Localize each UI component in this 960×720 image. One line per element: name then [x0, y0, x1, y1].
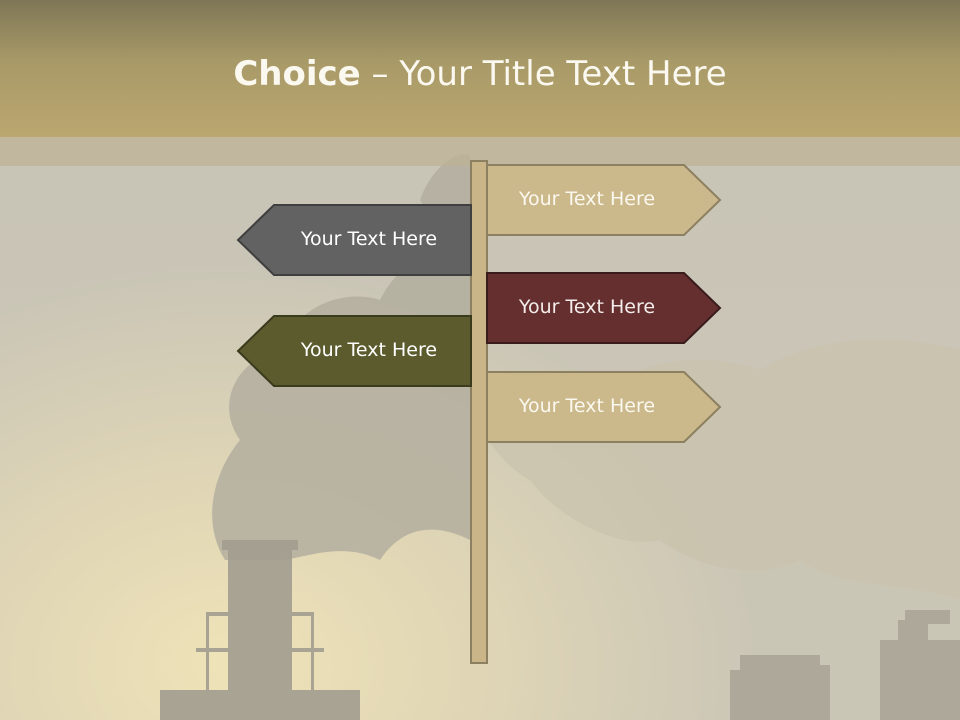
sign-label-2: Your Text Here	[300, 228, 438, 250]
signpost-arrow-2[interactable]: Your Text Here	[234, 204, 474, 276]
signpost-arrow-3[interactable]: Your Text Here	[486, 272, 726, 344]
sign-label-5: Your Text Here	[518, 395, 656, 417]
sign-shape-4	[236, 315, 472, 387]
signpost-arrow-1[interactable]: Your Text Here	[486, 164, 726, 236]
sign-label-4: Your Text Here	[300, 339, 438, 361]
sign-label-3: Your Text Here	[518, 296, 656, 318]
title-rest: – Your Title Text Here	[360, 54, 727, 94]
title-band	[0, 0, 960, 137]
sign-shape-3	[486, 272, 722, 344]
sign-shape-5	[486, 371, 722, 443]
sign-shape-2	[236, 204, 472, 276]
signpost-arrow-4[interactable]: Your Text Here	[234, 315, 474, 387]
slide-title: Choice – Your Title Text Here	[0, 50, 960, 98]
title-bold: Choice	[233, 54, 361, 94]
sign-shape-1	[486, 164, 722, 236]
sign-label-1: Your Text Here	[518, 188, 656, 210]
signpost-arrow-5[interactable]: Your Text Here	[486, 371, 726, 443]
